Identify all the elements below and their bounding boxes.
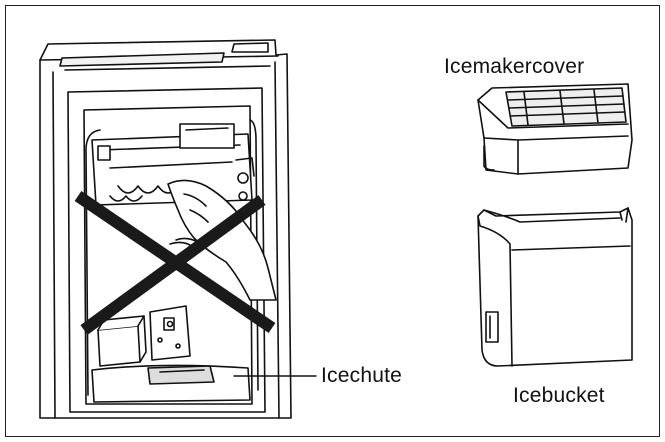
ice-bucket-label: Icebucket <box>513 385 605 406</box>
icemaker-cover-illustration <box>478 84 632 174</box>
refrigerator-door <box>40 40 291 418</box>
ice-chute-label: Icechute <box>321 365 402 386</box>
icemaker-cover-label: Icemakercover <box>444 56 584 77</box>
ice-bucket-illustration <box>478 208 632 366</box>
